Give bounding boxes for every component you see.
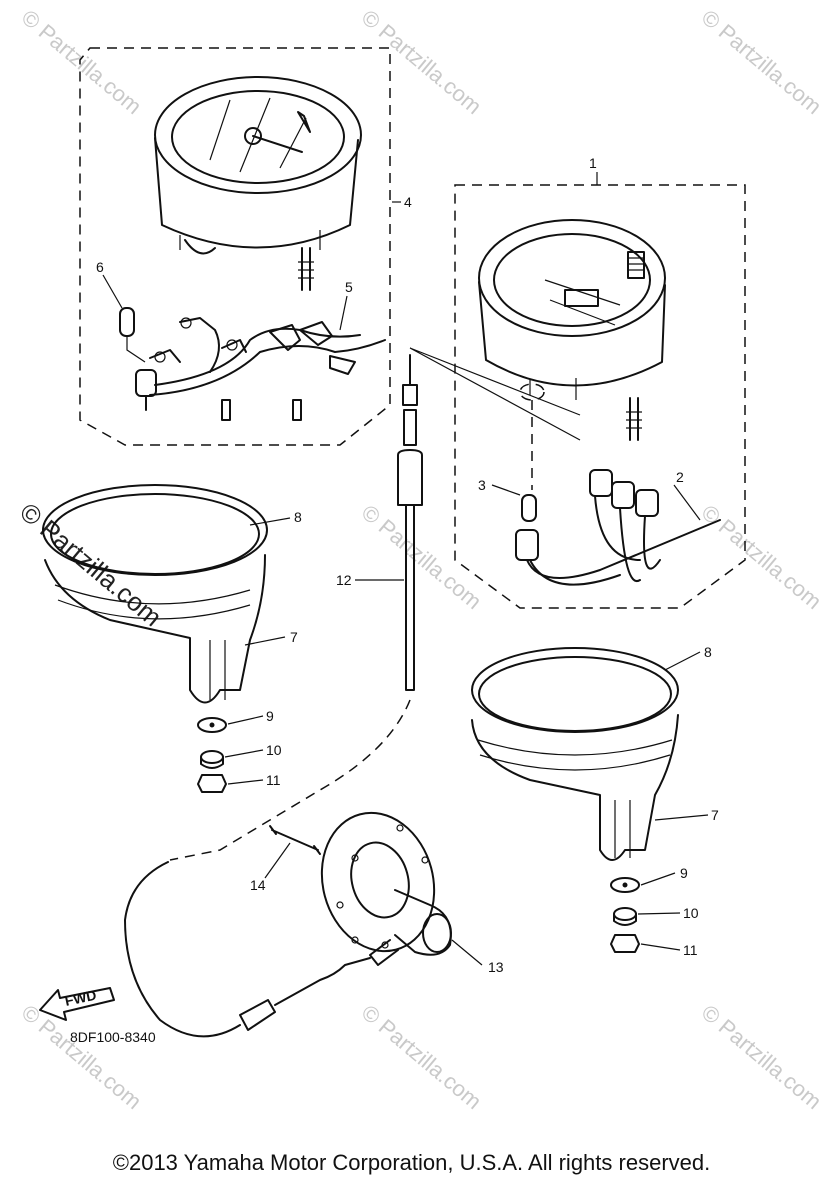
watermark: © Partzilla.com	[357, 500, 487, 614]
fwd-arrow: FWD	[39, 987, 115, 1021]
watermark: © Partzilla.com	[697, 5, 823, 119]
callout-13: 13	[488, 959, 504, 975]
callout-8-right: 8	[704, 644, 712, 660]
callout-10-right: 10	[683, 905, 699, 921]
watermark: © Partzilla.com	[357, 5, 487, 119]
part-code: 8DF100-8340	[70, 1029, 156, 1045]
callout-11-right: 11	[683, 942, 698, 958]
wire-harness-2	[515, 400, 721, 586]
callout-10-left: 10	[266, 742, 282, 758]
copyright-footer: ©2013 Yamaha Motor Corporation, U.S.A. A…	[112, 1150, 711, 1175]
callout-12: 12	[336, 572, 352, 588]
callout-9-right: 9	[680, 865, 688, 881]
callout-5: 5	[345, 279, 353, 295]
pin-14	[269, 825, 321, 855]
callout-8-left: 8	[294, 509, 302, 525]
callout-2: 2	[676, 469, 684, 485]
callout-14: 14	[250, 877, 266, 893]
callout-3: 3	[478, 477, 486, 493]
assembly-box-4	[79, 47, 391, 446]
gauge-assembly-1	[478, 219, 666, 441]
watermark: © Partzilla.com	[17, 5, 147, 119]
watermark: © Partzilla.com	[357, 1000, 487, 1114]
callout-9-left: 9	[266, 708, 274, 724]
watermark: © Partzilla.com	[17, 1000, 147, 1114]
watermark-layer: © Partzilla.com © Partzilla.com © Partzi…	[14, 5, 823, 1114]
wire-harness-5	[119, 307, 386, 421]
callout-1: 1	[589, 155, 597, 171]
callout-7-left: 7	[290, 629, 298, 645]
assembly-link-line	[409, 347, 581, 441]
watermark: © Partzilla.com	[697, 500, 823, 614]
assembly-box-1	[454, 184, 746, 609]
gauge-assembly-4	[154, 76, 362, 291]
bezel-holder-right	[471, 647, 679, 953]
watermark: © Partzilla.com	[697, 1000, 823, 1114]
callout-labels: 1 4 6 5 2 3 8 12 7 8 9 10 11 7 9 14 10 1…	[96, 155, 719, 975]
fwd-label: FWD	[63, 987, 98, 1009]
callout-7-right: 7	[711, 807, 719, 823]
leader-lines	[102, 172, 709, 966]
callout-6: 6	[96, 259, 104, 275]
drive-unit-13	[320, 811, 452, 966]
bezel-holder-left	[42, 484, 268, 793]
speedometer-cable-12	[124, 354, 423, 1038]
callout-11-left: 11	[266, 772, 281, 788]
callout-4: 4	[404, 194, 412, 210]
